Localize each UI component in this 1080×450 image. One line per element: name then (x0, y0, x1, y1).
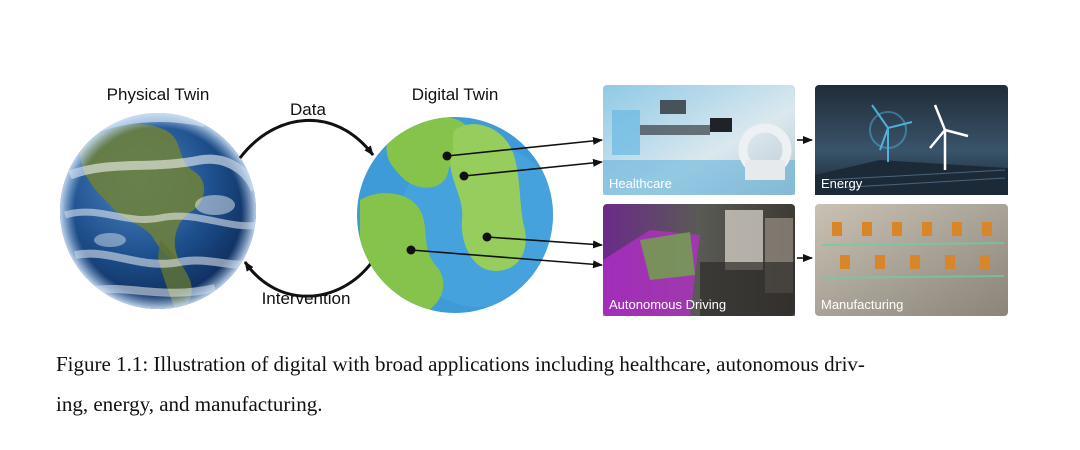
healthcare-panel: Healthcare (603, 85, 795, 195)
physical-twin-label: Physical Twin (107, 85, 210, 104)
digital-twin-label: Digital Twin (412, 85, 499, 104)
manufacturing-panel: Manufacturing (815, 204, 1008, 316)
autonomous-driving-panel: Autonomous Driving (603, 204, 795, 316)
app-label-healthcare: Healthcare (609, 176, 672, 191)
caption-line-1: Figure 1.1: Illustration of digital with… (56, 352, 865, 376)
connection-arrows (406, 136, 813, 269)
app-label-energy: Energy (821, 176, 863, 191)
digital-twin-diagram: Physical Twin Digital Twin Data Interven… (60, 85, 1008, 316)
earth-globe (60, 113, 256, 309)
data-arrow (238, 119, 375, 159)
intervention-arrow (243, 261, 374, 298)
intervention-label: Intervention (262, 289, 351, 308)
app-label-autonomous-driving: Autonomous Driving (609, 297, 726, 312)
app-label-manufacturing: Manufacturing (821, 297, 903, 312)
energy-panel: Energy (815, 85, 1008, 195)
digital-twin-globe (357, 117, 553, 313)
caption-line-2: ing, energy, and manufacturing. (56, 392, 323, 416)
data-label: Data (290, 100, 326, 119)
figure-caption: Figure 1.1: Illustration of digital with… (56, 344, 1016, 424)
